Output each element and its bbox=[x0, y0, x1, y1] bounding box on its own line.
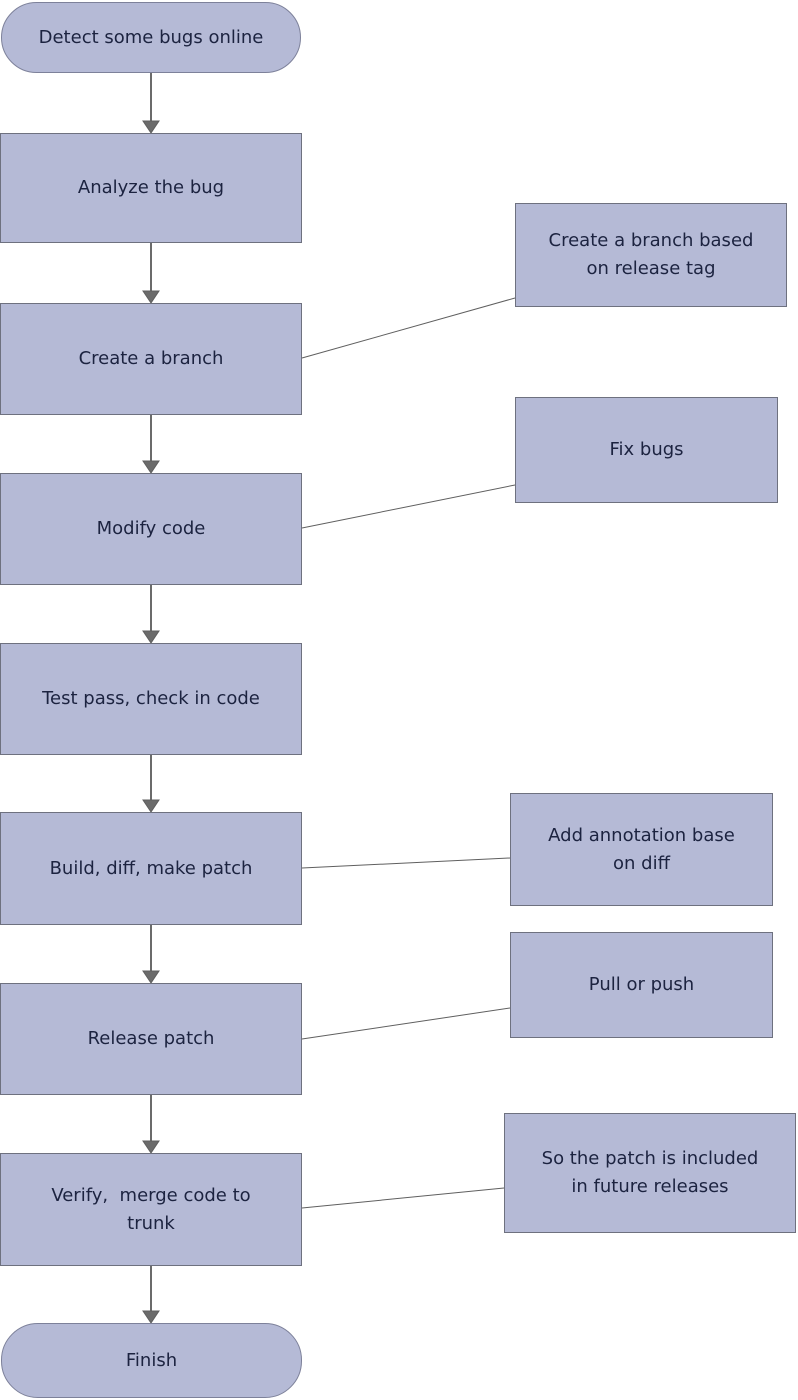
annotation-fix-bugs: Fix bugs bbox=[515, 397, 778, 503]
arrowhead-modify-to-test bbox=[142, 630, 160, 644]
step-release-patch: Release patch bbox=[0, 983, 302, 1095]
annotation-pull-or-push: Pull or push bbox=[510, 932, 773, 1038]
step-create-branch: Create a branch bbox=[0, 303, 302, 415]
line-verify-merge-to-annotation bbox=[301, 1187, 505, 1209]
arrowhead-build-to-release bbox=[142, 970, 160, 984]
step-modify-code: Modify code bbox=[0, 473, 302, 585]
annotation-patch-included: So the patch is included in future relea… bbox=[504, 1113, 796, 1233]
arrowhead-verify-to-finish bbox=[142, 1310, 160, 1324]
node-finish: Finish bbox=[1, 1323, 302, 1398]
line-modify-code-to-annotation bbox=[301, 484, 516, 529]
step-verify-merge-trunk: Verify, merge code to trunk bbox=[0, 1153, 302, 1266]
line-create-branch-to-annotation bbox=[301, 297, 516, 359]
line-build-diff-to-annotation bbox=[301, 857, 511, 869]
node-start: Detect some bugs online bbox=[1, 2, 301, 73]
arrowhead-start-to-analyze bbox=[142, 120, 160, 134]
annotation-add-annotation-base: Add annotation base on diff bbox=[510, 793, 773, 906]
arrowhead-analyze-to-create-branch bbox=[142, 290, 160, 304]
arrowhead-test-to-build bbox=[142, 799, 160, 813]
arrowhead-create-branch-to-modify bbox=[142, 460, 160, 474]
step-test-pass-check-in: Test pass, check in code bbox=[0, 643, 302, 755]
line-release-patch-to-annotation bbox=[301, 1007, 511, 1040]
arrowhead-release-to-verify bbox=[142, 1140, 160, 1154]
annotation-create-branch-based: Create a branch based on release tag bbox=[515, 203, 787, 307]
step-analyze-bug: Analyze the bug bbox=[0, 133, 302, 243]
step-build-diff-make-patch: Build, diff, make patch bbox=[0, 812, 302, 925]
